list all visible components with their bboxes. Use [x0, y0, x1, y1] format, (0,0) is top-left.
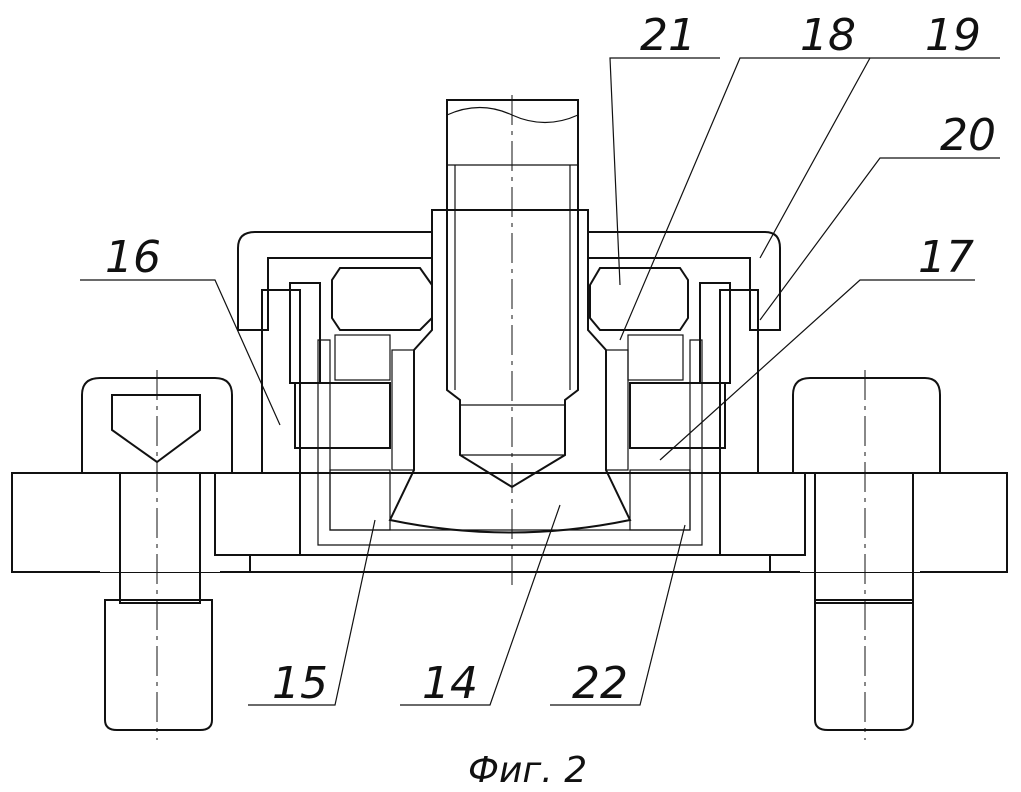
magnet-right-17: [630, 383, 725, 448]
nut-right-21: [590, 268, 688, 330]
housing-16: [215, 290, 805, 555]
insert-right: [606, 350, 628, 470]
base-plate: [12, 473, 1007, 572]
rod-right-20: [700, 283, 730, 383]
label-15: 15: [272, 658, 328, 709]
magnet-left: [295, 383, 390, 448]
insert-left: [392, 350, 414, 470]
coil-left-lower: [330, 470, 390, 530]
fluid-layer-22: [318, 340, 702, 545]
nut-left: [332, 268, 432, 330]
label-20: 20: [940, 110, 996, 161]
coil-right-upper: [628, 335, 683, 380]
rod-left: [290, 283, 320, 383]
figure-caption: Фиг. 2: [468, 750, 587, 791]
label-18: 18: [800, 10, 856, 61]
label-17: 17: [918, 232, 974, 283]
label-16: 16: [105, 232, 161, 283]
label-21: 21: [640, 10, 696, 61]
coil-right-lower: [630, 470, 690, 530]
label-22: 22: [572, 658, 628, 709]
label-19: 19: [925, 10, 981, 61]
label-14: 14: [422, 658, 478, 709]
coil-left-upper: [335, 335, 390, 380]
leader-lines: [80, 58, 1000, 705]
